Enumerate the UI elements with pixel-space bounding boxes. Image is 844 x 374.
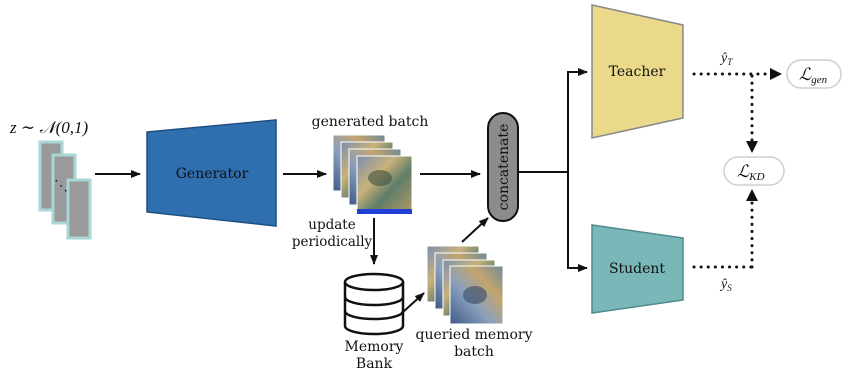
- database-icon: [343, 272, 405, 336]
- noise-label: z ∼ 𝒩(0,1): [9, 118, 89, 137]
- batch-image-strip: [357, 209, 412, 214]
- queried-image-detail: [463, 286, 487, 304]
- update-label-line1: update: [308, 217, 355, 233]
- loss-gen-box: [786, 59, 842, 89]
- batch-image-detail: [368, 170, 392, 186]
- teacher-block: [591, 4, 684, 139]
- arrowhead-to-loss-kd-bottom: [746, 189, 758, 201]
- generator-block: [146, 119, 277, 227]
- teacher-label: Teacher: [609, 64, 666, 80]
- queried-label-line1: queried memory: [416, 327, 533, 343]
- split-connector: [518, 68, 588, 272]
- noise-ellipsis: ⋱: [54, 178, 68, 194]
- noise-vectors: ⋱: [38, 140, 92, 240]
- yhat-student-label: ŷS: [719, 277, 732, 293]
- loss-gen-label: ℒgen: [799, 65, 828, 86]
- noise-card: [66, 178, 92, 240]
- yhat-teacher-label: ŷT: [719, 51, 733, 67]
- update-label-line2: periodically: [292, 234, 373, 250]
- generator-label: Generator: [176, 166, 249, 182]
- arrow-memory-to-queried: [402, 292, 425, 313]
- loss-kd-box: [723, 156, 785, 186]
- arrowhead-to-loss-kd-top: [746, 141, 758, 153]
- student-block: [591, 224, 684, 314]
- memory-bank-label-line1: Memory: [345, 339, 404, 355]
- arrow-queried-to-concat: [461, 217, 489, 243]
- dotted-connectors: [692, 72, 770, 269]
- arrowhead-to-loss-gen: [770, 68, 782, 80]
- concatenate-label: concatenate: [496, 124, 512, 211]
- student-label: Student: [609, 261, 665, 277]
- queried-label-line2: batch: [454, 344, 494, 360]
- loss-kd-label: ℒKD: [737, 162, 765, 183]
- concatenate-block: [487, 112, 519, 222]
- generated-batch-label: generated batch: [312, 114, 429, 130]
- memory-bank-label-line2: Bank: [356, 356, 393, 372]
- generated-batch-images: [332, 134, 413, 215]
- queried-batch-images: [426, 245, 504, 325]
